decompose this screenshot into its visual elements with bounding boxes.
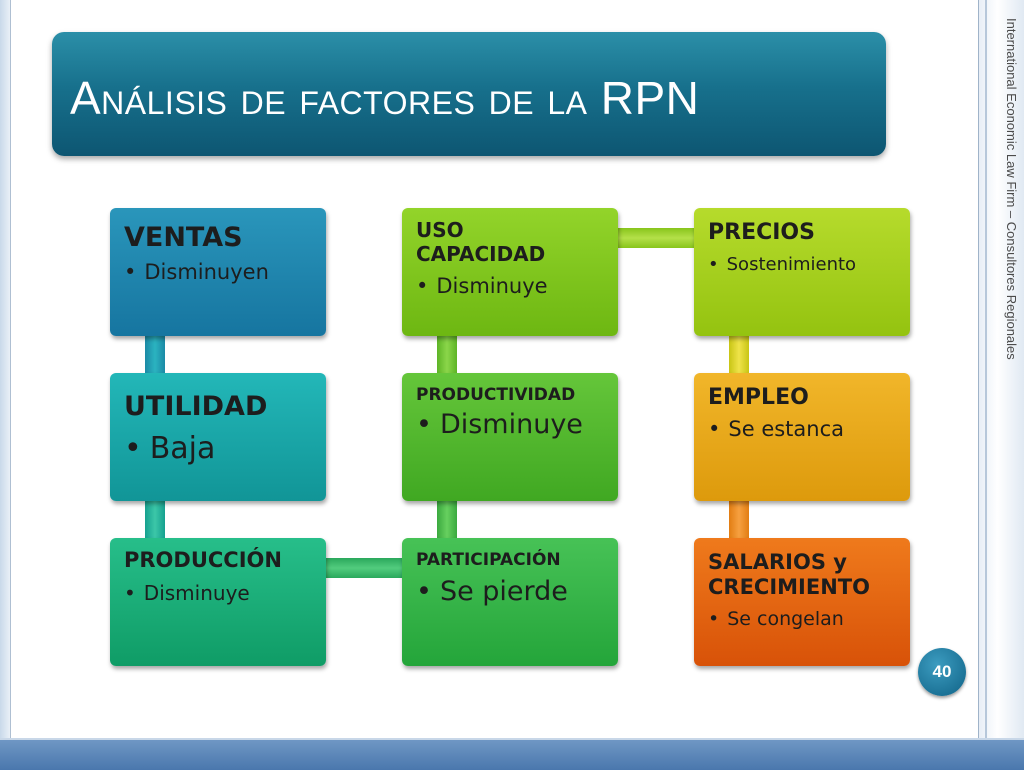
box-heading: UTILIDAD [124,391,268,422]
box-bullet: Se congelan [708,608,896,630]
connector-uso-precios [618,228,698,248]
slide-title: Análisis de factores de la RPN [70,72,700,124]
page-number-badge: 40 [918,648,966,696]
box-bullet: Disminuyen [124,260,312,284]
slide-right-border [978,0,1024,738]
box-bullet: Sostenimiento [708,254,896,275]
box-participacion: PARTICIPACIÓN Se pierde [402,538,618,666]
slide-bottom-bar [0,738,1024,770]
box-heading: USO CAPACIDAD [416,218,546,266]
border-line [985,0,987,738]
connector-empleo-salarios [729,500,749,540]
box-heading: SALARIOS y CRECIMIENTO [708,550,870,600]
connector-produccion-participacion [326,558,406,578]
slide-left-border [0,0,11,738]
box-bullet: Baja [124,431,312,466]
box-bullet: Disminuye [124,581,312,605]
box-bullet: Se estanca [708,417,896,441]
side-caption: International Economic Law Firm – Consul… [1004,18,1019,360]
box-precios: PRECIOS Sostenimiento [694,208,910,336]
box-bullet: Disminuye [416,274,604,298]
box-heading: PRODUCCIÓN [124,548,282,572]
box-productividad: PRODUCTIVIDAD Disminuye [402,373,618,501]
connector-productividad-uso [437,335,457,375]
box-salarios: SALARIOS y CRECIMIENTO Se congelan [694,538,910,666]
connector-participacion-productividad [437,500,457,540]
box-bullet: Se pierde [416,576,604,607]
title-banner: Análisis de factores de la RPN [52,32,886,156]
connector-precios-empleo [729,335,749,375]
box-heading: PRODUCTIVIDAD [416,385,576,405]
box-utilidad: UTILIDAD Baja [110,373,326,501]
connector-ventas-utilidad [145,335,165,375]
connector-utilidad-produccion [145,500,165,540]
box-produccion: PRODUCCIÓN Disminuye [110,538,326,666]
box-heading: EMPLEO [708,385,809,410]
box-empleo: EMPLEO Se estanca [694,373,910,501]
box-heading: PARTICIPACIÓN [416,550,561,570]
box-ventas: VENTAS Disminuyen [110,208,326,336]
box-uso-capacidad: USO CAPACIDAD Disminuye [402,208,618,336]
box-bullet: Disminuye [416,409,604,440]
box-heading: VENTAS [124,222,243,253]
box-heading: PRECIOS [708,220,815,245]
